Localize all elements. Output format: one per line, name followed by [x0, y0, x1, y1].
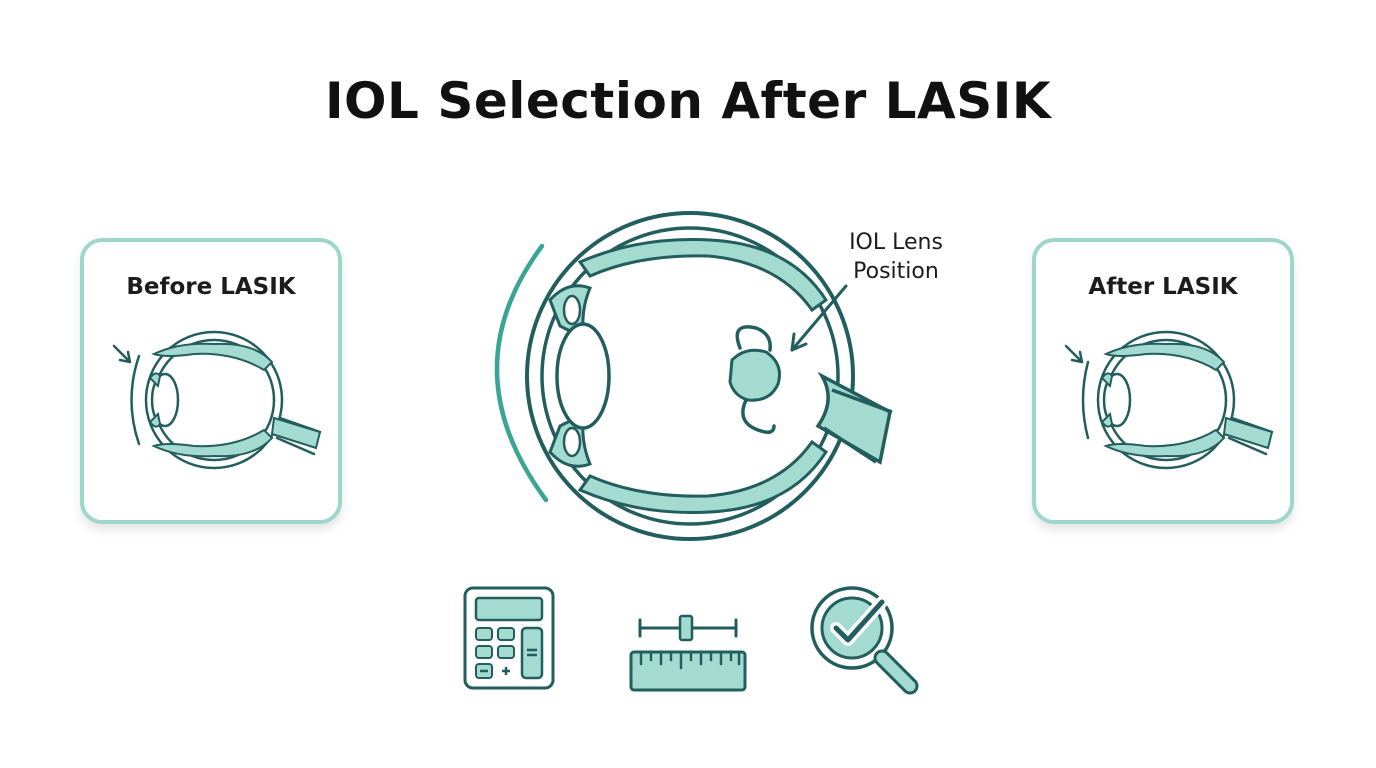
page-title: IOL Selection After LASIK: [324, 72, 1052, 130]
after-lasik-label: After LASIK: [1088, 274, 1238, 300]
main-eye-diagram: [494, 211, 893, 541]
magnifier-check-icon: [810, 586, 919, 695]
callout-arrow: [790, 284, 848, 352]
natural-lens: [555, 322, 611, 430]
small-eye-icon-after: [1064, 330, 1274, 470]
ruler-measurement-icon: [629, 614, 747, 692]
calculator-icon: [463, 586, 555, 690]
small-eye-icon-before: [112, 330, 322, 470]
cornea-arc: [494, 243, 549, 503]
after-lasik-card: After LASIK: [1032, 238, 1294, 524]
iol-lens: [728, 348, 781, 402]
before-lasik-card: Before LASIK: [80, 238, 342, 524]
iol-lens-position-label: IOL Lens Position: [849, 230, 943, 284]
before-lasik-label: Before LASIK: [126, 274, 296, 300]
